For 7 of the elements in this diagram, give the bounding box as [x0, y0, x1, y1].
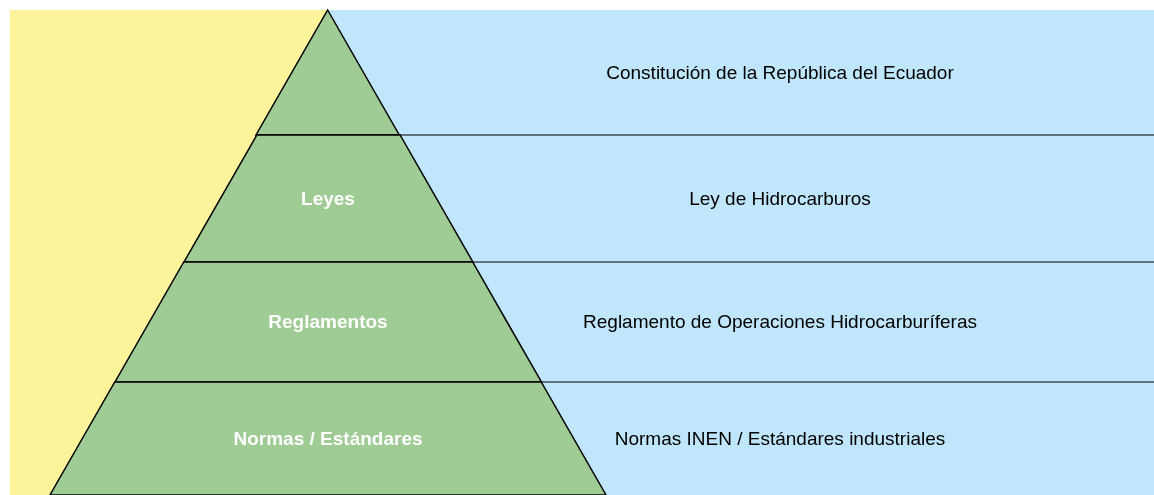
tier-label: Reglamentos [268, 311, 388, 333]
row-text: Normas INEN / Estándares industriales [614, 427, 946, 450]
row-text: Ley de Hidrocarburos [689, 187, 871, 210]
tier-label: Leyes [301, 187, 355, 210]
row-text: Constitución de la República del Ecuador [606, 61, 954, 84]
tier-label: Normas / Estándares [233, 427, 423, 450]
row-text: Reglamento de Operaciones Hidrocarburíferas [583, 311, 977, 333]
